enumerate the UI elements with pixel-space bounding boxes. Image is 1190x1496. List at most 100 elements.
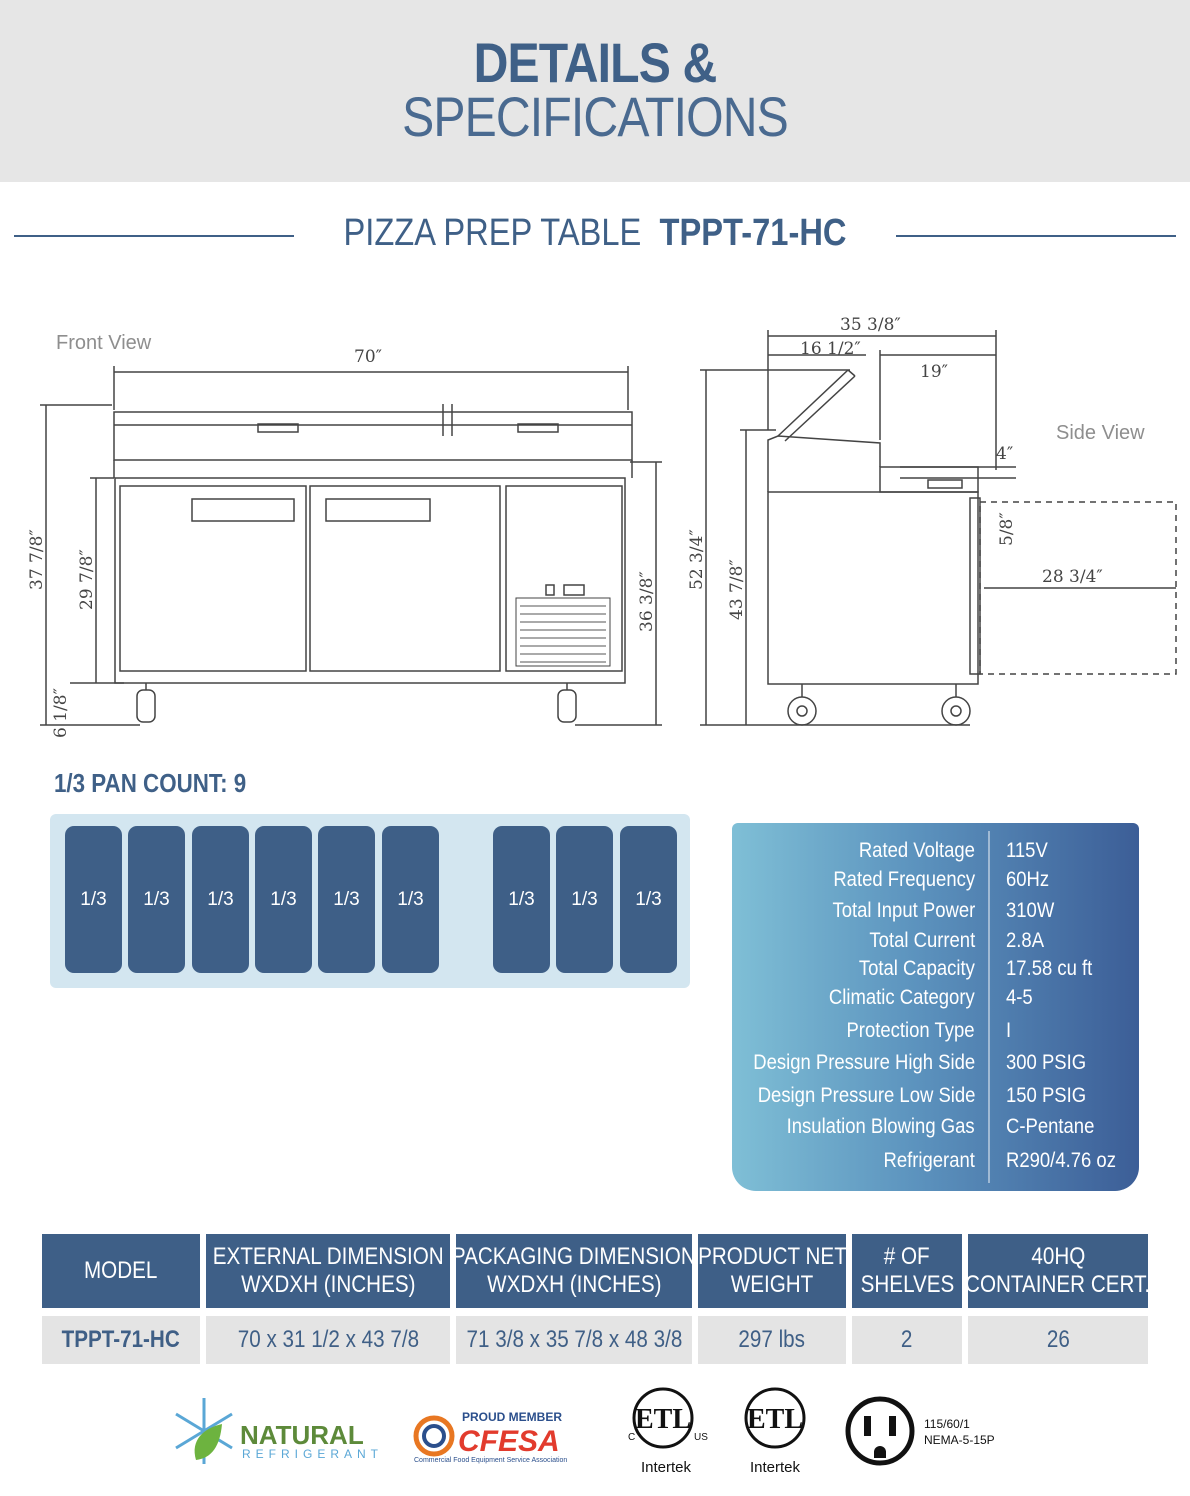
- etl-mark-1: ETL: [635, 1404, 691, 1435]
- spec-value: 310W: [1006, 899, 1055, 922]
- front-body: [114, 477, 626, 684]
- dim-side-depth: 35 3/8″: [840, 315, 901, 335]
- cfesa-sub-text: Commercial Food Equipment Service Associ…: [414, 1457, 567, 1464]
- spec-value: 60Hz: [1006, 868, 1050, 891]
- spec-label: Refrigerant: [883, 1149, 975, 1172]
- etl-mark-2: ETL: [747, 1404, 803, 1435]
- spec-label: Rated Voltage: [858, 839, 975, 862]
- pan-8: 1/3: [556, 826, 613, 973]
- dim-side-rail: 4″: [996, 444, 1013, 464]
- spec-row: Refrigerant R290/4.76 oz: [732, 1149, 1139, 1179]
- table-cell-shelves: 2: [852, 1316, 962, 1364]
- pan-count-title: 1/3 PAN COUNT: 9: [54, 768, 247, 798]
- etl-listed-icon: ETL C US: [628, 1387, 708, 1449]
- plug-icon: [845, 1396, 915, 1466]
- product-name: PIZZA PREP TABLE: [343, 212, 642, 254]
- dim-front-width: 70″: [354, 347, 382, 367]
- certification-logos: NATURAL REFRIGERANT PROUD MEMBER CFESA C…: [175, 1387, 995, 1476]
- side-door-swing: [979, 501, 1177, 675]
- spec-label: Insulation Blowing Gas: [787, 1115, 975, 1138]
- cfesa-top-text: PROUD MEMBER: [462, 1410, 562, 1424]
- spec-label: Climatic Category: [829, 986, 975, 1009]
- dim-side-top: 19″: [920, 362, 948, 382]
- natural-logo-text: NATURAL: [240, 1420, 364, 1450]
- spec-panel: Rated Voltage 115V Rated Frequency 60Hz To…: [732, 823, 1139, 1191]
- front-door-right: [309, 485, 501, 672]
- pan-4: 1/3: [255, 826, 312, 973]
- title-line-1: DETAILS &: [473, 31, 718, 94]
- spec-row: Climatic Category 4-5: [732, 986, 1139, 1016]
- cfesa-logo-text: CFESA: [458, 1425, 560, 1458]
- pan-5: 1/3: [318, 826, 375, 973]
- spec-value: 150 PSIG: [1006, 1084, 1087, 1107]
- spec-label: Total Current: [869, 929, 975, 952]
- spec-row: Insulation Blowing Gas C-Pentane: [732, 1115, 1139, 1145]
- spec-value: 17.58 cu ft: [1006, 957, 1093, 980]
- spec-value: 4-5: [1006, 986, 1033, 1009]
- table-cell-external: 70 x 31 1/2 x 43 7/8: [206, 1316, 450, 1364]
- pan-7: 1/3: [493, 826, 550, 973]
- etl-sanitation-icon: ETL: [744, 1387, 806, 1449]
- spec-value: 2.8A: [1006, 929, 1045, 952]
- plug-spec-line-1: 115/60/1: [924, 1417, 970, 1431]
- dim-side-lid: 16 1/2″: [800, 339, 861, 359]
- refrigerant-logo-text: REFRIGERANT: [242, 1447, 383, 1461]
- spec-label: Rated Frequency: [833, 868, 975, 891]
- pan-layout: 1/3 1/3 1/3 1/3 1/3 1/3 1/3 1/3 1/3: [50, 814, 690, 988]
- spec-value: 115V: [1006, 839, 1048, 862]
- spec-value: 300 PSIG: [1006, 1051, 1087, 1074]
- spec-label: Design Pressure High Side: [753, 1051, 975, 1074]
- side-body: [767, 491, 979, 685]
- subtitle-rule-left: [14, 235, 294, 237]
- technical-drawing: Front View Side View 70″ 37 7/8″ 29 7/8″…: [27, 315, 1177, 738]
- spec-label: Protection Type: [846, 1019, 975, 1042]
- page-title: DETAILS & SPECIFICATIONS: [83, 31, 1106, 148]
- spec-row: Rated Voltage 115V: [732, 839, 1139, 869]
- dim-side-gap: 5/8″: [997, 512, 1017, 546]
- spec-row: Total Capacity 17.58 cu ft: [732, 957, 1139, 987]
- pan-6: 1/3: [382, 826, 439, 973]
- spec-label: Design Pressure Low Side: [757, 1084, 975, 1107]
- subtitle-rule-right: [896, 235, 1176, 237]
- dim-side-height: 43 7/8″: [727, 559, 747, 620]
- intertek-label-2: Intertek: [750, 1459, 801, 1476]
- dim-side-open-height: 52 3/4″: [687, 529, 707, 590]
- table-cell-packaging: 71 3/8 x 35 7/8 x 48 3/8: [456, 1316, 692, 1364]
- spec-value: R290/4.76 oz: [1006, 1149, 1116, 1172]
- table-cell-weight: 297 lbs: [698, 1316, 846, 1364]
- header-band: [0, 0, 1190, 182]
- cfesa-logo-icon: [413, 1415, 455, 1457]
- spec-divider: [988, 831, 990, 1183]
- plug-spec-line-2: NEMA-5-15P: [924, 1433, 995, 1447]
- pan-2: 1/3: [128, 826, 185, 973]
- spec-row: Design Pressure Low Side 150 PSIG: [732, 1084, 1139, 1114]
- spec-label: Total Capacity: [858, 957, 975, 980]
- etl-c-label: C: [628, 1432, 635, 1443]
- side-view-label: Side View: [1056, 422, 1145, 444]
- title-line-2: SPECIFICATIONS: [402, 85, 789, 148]
- dim-front-caster: 6 1/8″: [51, 688, 71, 738]
- leaf-icon: [194, 1424, 222, 1460]
- dim-side-door: 28 3/4″: [1042, 567, 1103, 587]
- front-top-rail: [113, 411, 633, 461]
- dim-front-right-height: 36 3/8″: [637, 571, 657, 632]
- product-subtitle: PIZZA PREP TABLE TPPT-71-HC: [341, 212, 848, 255]
- table-header-model: MODEL: [42, 1234, 200, 1308]
- front-view-label: Front View: [56, 332, 152, 354]
- product-model: TPPT-71-HC: [659, 212, 847, 254]
- front-door-left: [119, 485, 307, 672]
- spec-value: C-Pentane: [1006, 1115, 1095, 1138]
- pan-9: 1/3: [620, 826, 677, 973]
- spec-row: Total Current 2.8A: [732, 929, 1139, 959]
- table-cell-container: 26: [968, 1316, 1148, 1364]
- table-cell-model: TPPT-71-HC: [42, 1316, 200, 1364]
- etl-us-label: US: [694, 1432, 708, 1443]
- pan-3: 1/3: [192, 826, 249, 973]
